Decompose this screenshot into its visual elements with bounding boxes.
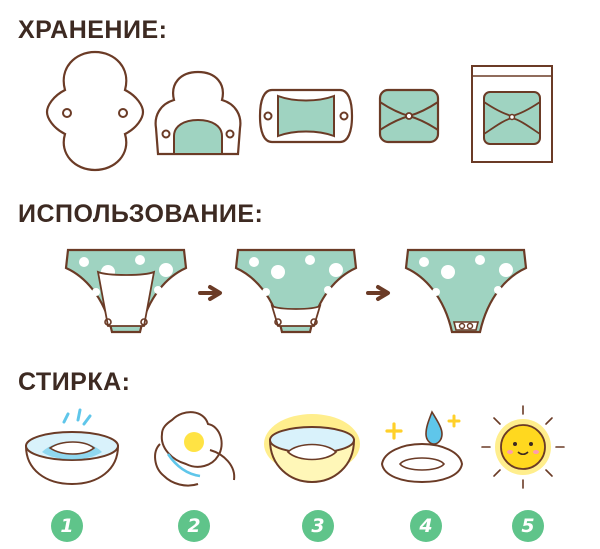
step-badge: 3 <box>302 510 334 542</box>
usage-heading: ИСПОЛЬЗОВАНИЕ: <box>18 200 264 228</box>
step-badge: 4 <box>410 510 442 542</box>
soak-bowl-icon <box>24 408 120 486</box>
fold-wings-icon <box>154 70 242 156</box>
packaged-pad-icon <box>471 65 553 163</box>
washing-row <box>0 404 600 490</box>
underwear-pad-icon <box>64 248 188 334</box>
storage-heading: ХРАНЕНИЕ: <box>18 16 168 44</box>
usage-row <box>0 240 600 340</box>
step-badge: 1 <box>51 510 83 542</box>
folded-square-icon <box>378 88 440 144</box>
arrow-icon <box>366 285 390 301</box>
fold-sides-icon <box>258 88 354 144</box>
sun-dry-icon <box>481 405 565 489</box>
underwear-pad-icon <box>234 248 358 334</box>
step-badge: 2 <box>178 510 210 542</box>
arrow-icon <box>198 285 222 301</box>
underwear-pad-icon <box>404 248 528 334</box>
unfolded-pad-icon <box>45 50 145 172</box>
washing-heading: СТИРКА: <box>18 368 131 396</box>
step-badge: 5 <box>512 510 544 542</box>
wash-bowl-icon <box>264 414 360 484</box>
storage-row <box>0 50 600 172</box>
clean-pad-icon <box>380 410 464 484</box>
hand-wash-icon <box>154 411 236 487</box>
